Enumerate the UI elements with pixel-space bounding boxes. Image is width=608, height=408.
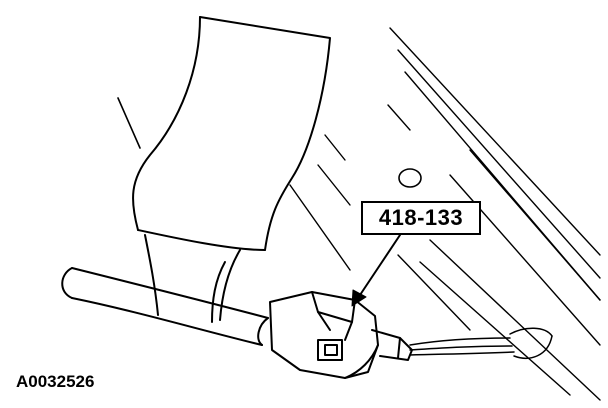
wires	[409, 327, 553, 359]
figure-id-label: A0032526	[16, 372, 95, 391]
mounting-hole	[398, 168, 422, 188]
strap	[132, 16, 331, 323]
tool-number-callout: 418-133	[361, 201, 481, 235]
callout-leader	[351, 234, 401, 307]
edge-line	[117, 97, 141, 149]
sensor-rod	[61, 267, 269, 346]
connector	[269, 291, 413, 379]
background-lines	[289, 27, 601, 401]
tool-number-label: 418-133	[378, 205, 464, 230]
